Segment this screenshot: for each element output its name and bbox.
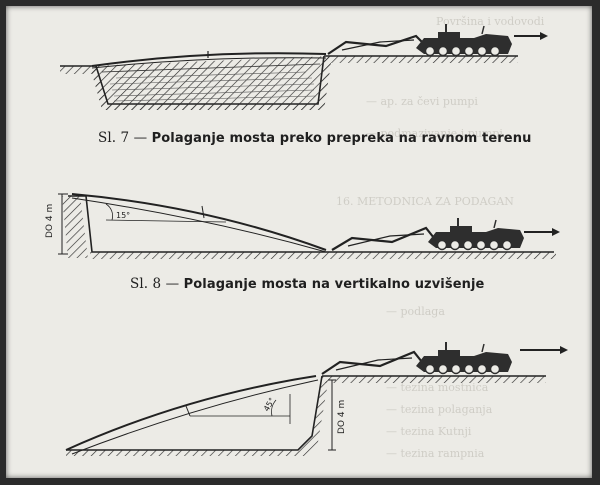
ghost-text-8: — tezina Kutnji	[386, 425, 472, 438]
ghost-text-4: 16. METODNICA ZA PODAGAN	[336, 195, 514, 208]
figure-8-diagram: DO 4 m 15°	[45, 193, 560, 259]
figure-illustrations: DO 4 m 15°	[45, 23, 568, 456]
dimension-label-fig9: DO 4 m	[337, 400, 347, 434]
scanned-page: Površina i vodovodi — ap. za čevi pumpi …	[6, 6, 592, 478]
caption-7-number: Sl. 7 —	[98, 130, 148, 146]
ghost-text-5: — podlaga	[386, 305, 445, 318]
dimension-label-fig8: DO 4 m	[45, 204, 55, 238]
ghost-text-2: — ap. za čevi pumpi	[366, 95, 478, 108]
figure-7-diagram	[60, 23, 548, 110]
caption-7-text: Polaganje mosta preko prepreka na ravnom…	[151, 131, 532, 146]
ghost-text-7: — tezina polaganja	[386, 403, 493, 416]
angle-label-fig8: 15°	[116, 211, 130, 220]
ghost-text-1: Površina i vodovodi	[436, 15, 545, 28]
figure-9-diagram: DO 4 m 45°	[65, 341, 568, 456]
angle-label-fig9: 45°	[262, 396, 277, 413]
ghost-text-9: — tezina rampnia	[386, 447, 485, 460]
caption-figure-8: Sl. 8 — Polaganje mosta na vertikalno uz…	[130, 276, 484, 292]
caption-figure-7: Sl. 7 — Polaganje mosta preko prepreka n…	[98, 130, 531, 146]
caption-8-number: Sl. 8 —	[130, 276, 180, 292]
ghost-text-3: — podmazivanje i pumpi	[366, 127, 503, 140]
ghost-text-6: — tezina mostnica	[386, 381, 489, 394]
caption-8-text: Polaganje mosta na vertikalno uzvišenje	[183, 277, 485, 292]
